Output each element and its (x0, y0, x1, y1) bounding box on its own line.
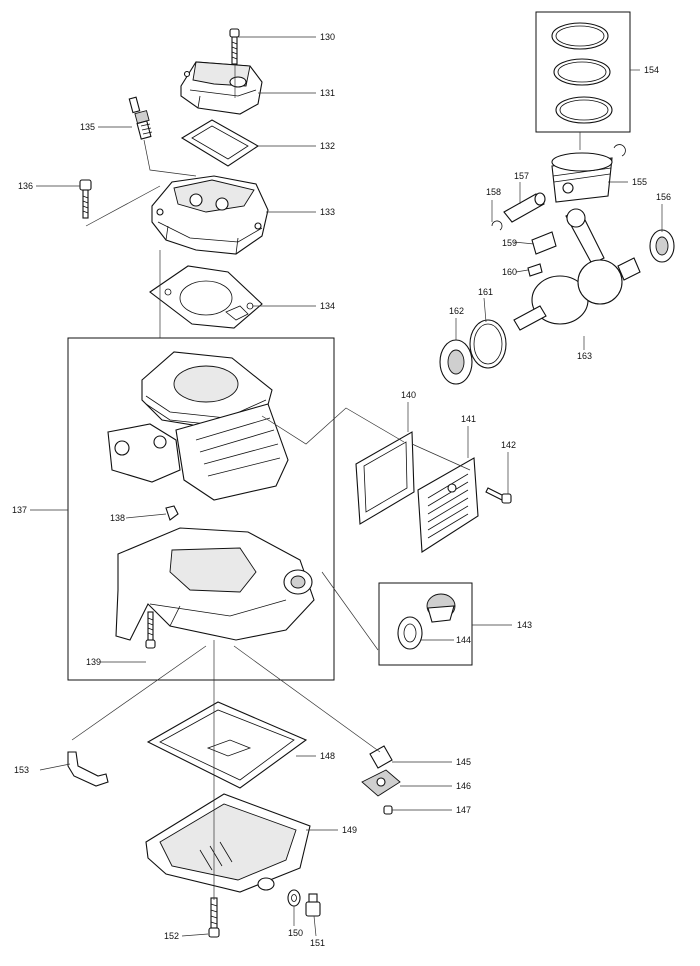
washer-150-part (287, 889, 301, 907)
drain-plug-138-part (165, 505, 179, 521)
woodruff-key-part (527, 263, 543, 277)
label-153: 153 (14, 765, 29, 775)
oil-seal-144-part (397, 616, 423, 650)
crankcase-bolt-part (145, 611, 156, 649)
label-154: 154 (644, 65, 659, 75)
label-160: 160 (502, 267, 517, 277)
label-137: 137 (12, 505, 27, 515)
label-148: 148 (320, 751, 335, 761)
side-cover-bolt-part (485, 487, 512, 504)
label-147: 147 (456, 805, 471, 815)
leader-lines (30, 36, 663, 937)
label-135: 135 (80, 122, 95, 132)
label-133: 133 (320, 207, 335, 217)
piston-pin-part (503, 192, 546, 223)
bracket-146-part (361, 769, 401, 797)
label-146: 146 (456, 781, 471, 791)
pan-bolt-152-part (208, 897, 220, 938)
head-bolt-part (229, 28, 240, 65)
cylinder-head-bolt-part (79, 179, 92, 219)
label-162: 162 (449, 306, 464, 316)
crankshaft-part (513, 208, 641, 331)
label-142: 142 (501, 440, 516, 450)
label-145: 145 (456, 757, 471, 767)
retainer-clip-145-part (369, 745, 393, 769)
assembly-lines (71, 64, 581, 900)
label-150: 150 (288, 928, 303, 938)
label-130: 130 (320, 32, 335, 42)
retaining-clip-158-part (491, 220, 503, 231)
label-144: 144 (456, 635, 471, 645)
label-159: 159 (502, 238, 517, 248)
label-140: 140 (401, 390, 416, 400)
label-136: 136 (18, 181, 33, 191)
part-labels: 130 131 132 133 134 135 136 137 138 139 … (12, 32, 671, 948)
cylinder-head-part (151, 175, 269, 255)
circlip-part (613, 144, 626, 157)
drain-plug-151-part (305, 893, 321, 917)
label-132: 132 (320, 141, 335, 151)
label-134: 134 (320, 301, 335, 311)
spark-plug-part (128, 96, 153, 140)
label-143: 143 (517, 620, 532, 630)
label-156: 156 (656, 192, 671, 202)
label-161: 161 (478, 287, 493, 297)
crank-seal-156-part (649, 229, 675, 263)
oil-cap-part (426, 593, 456, 623)
label-155: 155 (632, 177, 647, 187)
piston-part (551, 152, 613, 203)
needle-bearing-part (531, 231, 557, 255)
valve-cover-part (180, 61, 263, 115)
piston-rings-group-box (535, 11, 631, 133)
bolt-147-part (383, 805, 393, 815)
label-138: 138 (110, 513, 125, 523)
crank-seal-162-part (439, 339, 473, 385)
piston-rings-part (551, 22, 613, 124)
engine-block-group-box (67, 337, 335, 681)
oil-cap-group-box (378, 582, 473, 666)
cylinder-part (107, 351, 289, 501)
label-139: 139 (86, 657, 101, 667)
label-141: 141 (461, 414, 476, 424)
label-131: 131 (320, 88, 335, 98)
label-152: 152 (164, 931, 179, 941)
o-ring-part (469, 319, 507, 369)
label-149: 149 (342, 825, 357, 835)
breather-hose-part (67, 751, 109, 787)
side-cover-part (417, 457, 479, 553)
head-gasket-part (149, 265, 263, 329)
valve-cover-gasket-part (180, 119, 260, 167)
label-157: 157 (514, 171, 529, 181)
label-151: 151 (310, 938, 325, 948)
oil-pan-gasket-part (146, 701, 308, 789)
label-158: 158 (486, 187, 501, 197)
label-163: 163 (577, 351, 592, 361)
oil-pan-part (145, 793, 311, 893)
side-cover-gasket-part (355, 431, 415, 525)
crankcase-part (115, 527, 315, 641)
